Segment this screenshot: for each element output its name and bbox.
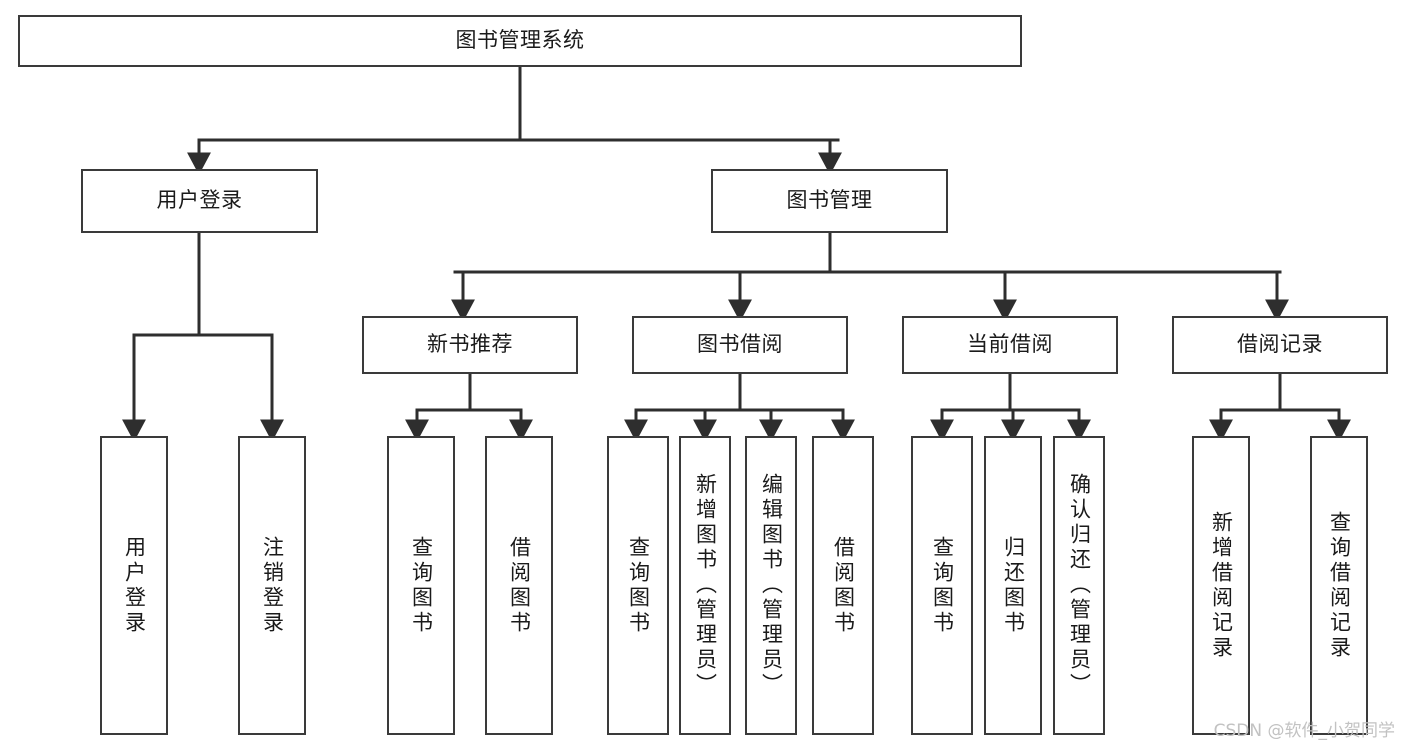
node-leaf-query-book-3[interactable]: 查询图书 <box>911 436 973 735</box>
node-leaf-confirm-return-label: 确认归还（管理员） <box>1067 473 1092 698</box>
node-leaf-return-book[interactable]: 归还图书 <box>984 436 1042 735</box>
node-borrow-record-label: 借阅记录 <box>1237 332 1323 357</box>
node-leaf-confirm-return[interactable]: 确认归还（管理员） <box>1053 436 1105 735</box>
node-leaf-user-login[interactable]: 用户登录 <box>100 436 168 735</box>
node-leaf-query-book-1[interactable]: 查询图书 <box>387 436 455 735</box>
node-leaf-borrow-book-2[interactable]: 借阅图书 <box>812 436 874 735</box>
node-leaf-logout-label: 注销登录 <box>260 535 285 636</box>
node-borrow-record[interactable]: 借阅记录 <box>1172 316 1388 374</box>
node-book-borrow-label: 图书借阅 <box>697 332 783 357</box>
node-book-manage-label: 图书管理 <box>786 188 873 213</box>
node-leaf-query-book-2-label: 查询图书 <box>626 535 651 636</box>
node-leaf-logout[interactable]: 注销登录 <box>238 436 306 735</box>
node-leaf-query-record[interactable]: 查询借阅记录 <box>1310 436 1368 735</box>
node-leaf-user-login-label: 用户登录 <box>122 535 147 636</box>
node-user-login[interactable]: 用户登录 <box>81 169 318 233</box>
node-leaf-query-book-1-label: 查询图书 <box>409 535 434 636</box>
node-leaf-query-book-3-label: 查询图书 <box>930 535 955 636</box>
node-new-book-rec-label: 新书推荐 <box>427 332 513 357</box>
node-leaf-borrow-book-1[interactable]: 借阅图书 <box>485 436 553 735</box>
node-leaf-query-record-label: 查询借阅记录 <box>1327 510 1352 661</box>
node-user-login-label: 用户登录 <box>156 188 243 213</box>
node-leaf-add-record-label: 新增借阅记录 <box>1209 510 1234 661</box>
node-leaf-edit-book-label: 编辑图书（管理员） <box>759 473 784 698</box>
node-root-label: 图书管理系统 <box>455 28 585 53</box>
node-current-borrow-label: 当前借阅 <box>967 332 1053 357</box>
node-leaf-borrow-book-1-label: 借阅图书 <box>507 535 532 636</box>
node-current-borrow[interactable]: 当前借阅 <box>902 316 1118 374</box>
node-leaf-edit-book[interactable]: 编辑图书（管理员） <box>745 436 797 735</box>
node-new-book-rec[interactable]: 新书推荐 <box>362 316 578 374</box>
node-leaf-add-book-label: 新增图书（管理员） <box>693 473 718 698</box>
node-leaf-add-book[interactable]: 新增图书（管理员） <box>679 436 731 735</box>
node-leaf-borrow-book-2-label: 借阅图书 <box>831 535 856 636</box>
node-leaf-add-record[interactable]: 新增借阅记录 <box>1192 436 1250 735</box>
node-leaf-return-book-label: 归还图书 <box>1001 535 1026 636</box>
node-book-borrow[interactable]: 图书借阅 <box>632 316 848 374</box>
node-root[interactable]: 图书管理系统 <box>18 15 1022 67</box>
node-leaf-query-book-2[interactable]: 查询图书 <box>607 436 669 735</box>
node-book-manage[interactable]: 图书管理 <box>711 169 948 233</box>
